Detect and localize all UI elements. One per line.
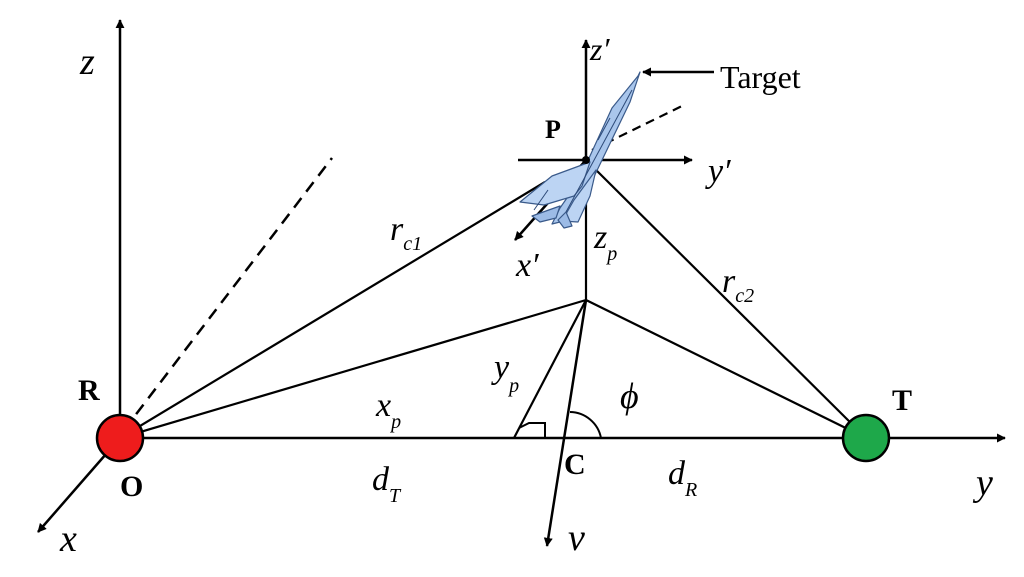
phi-angle-arc — [569, 411, 602, 439]
label-P: P — [545, 115, 561, 144]
label-axis-y: y — [972, 462, 993, 504]
label-axis-x: x — [59, 518, 77, 560]
label-axis-x-prime: x′ — [515, 247, 539, 284]
label-d-T: dT — [372, 461, 402, 507]
x-p-sub: p — [389, 411, 401, 433]
y-p-sub: p — [507, 375, 519, 397]
label-x-p: xp — [375, 387, 401, 433]
receiver-R-circle — [95, 413, 145, 463]
right-angle-marker — [518, 422, 546, 438]
label-r-c1: rc1 — [390, 211, 422, 255]
d-T-sub: T — [389, 485, 402, 507]
label-z-p: zp — [593, 219, 617, 265]
transmitter-T-circle — [841, 413, 891, 463]
label-y-p: yp — [491, 349, 519, 397]
aircraft-spine — [565, 89, 633, 213]
line-O-to-P-rc1 — [119, 181, 546, 439]
r-c2-base: r — [722, 263, 736, 300]
aircraft-left-wing — [519, 161, 591, 206]
aircraft-tail-right — [557, 211, 573, 229]
label-axis-y-prime: y′ — [705, 153, 731, 190]
label-O: O — [120, 470, 143, 503]
label-r-c2: rc2 — [722, 263, 754, 307]
r-c1-base: r — [390, 211, 404, 248]
aircraft-tail-left — [531, 205, 561, 223]
line-P-to-T-rc2 — [585, 159, 867, 439]
v-axis — [543, 299, 588, 547]
z-p-sub: p — [605, 243, 617, 265]
label-R: R — [78, 374, 100, 407]
label-axis-v: v — [568, 517, 585, 559]
label-axis-z: z — [79, 41, 95, 83]
line-yp — [513, 299, 587, 439]
label-axis-z-prime: z′ — [589, 31, 610, 67]
r-c2-sub: c2 — [735, 285, 754, 307]
x-p-base: x — [375, 387, 391, 424]
aircraft-detail-2 — [533, 189, 549, 211]
label-phi: ϕ — [620, 376, 639, 416]
aircraft-target-icon — [519, 71, 641, 229]
r-c1-sub: c1 — [403, 233, 422, 255]
z-p-base: z — [593, 219, 607, 256]
label-d-R: dR — [668, 455, 697, 501]
dashed-line-origin — [123, 157, 333, 431]
point-P-marker — [582, 156, 590, 164]
label-C: C — [564, 448, 586, 481]
d-T-base: d — [372, 461, 390, 498]
label-T: T — [892, 384, 912, 417]
d-R-sub: R — [684, 479, 697, 501]
line-O-to-foot — [119, 298, 587, 440]
y-p-base: y — [491, 349, 510, 386]
d-R-base: d — [668, 455, 686, 492]
aircraft-detail-1 — [597, 117, 611, 141]
label-target: Target — [720, 59, 801, 95]
line-foot-to-T — [585, 299, 867, 439]
